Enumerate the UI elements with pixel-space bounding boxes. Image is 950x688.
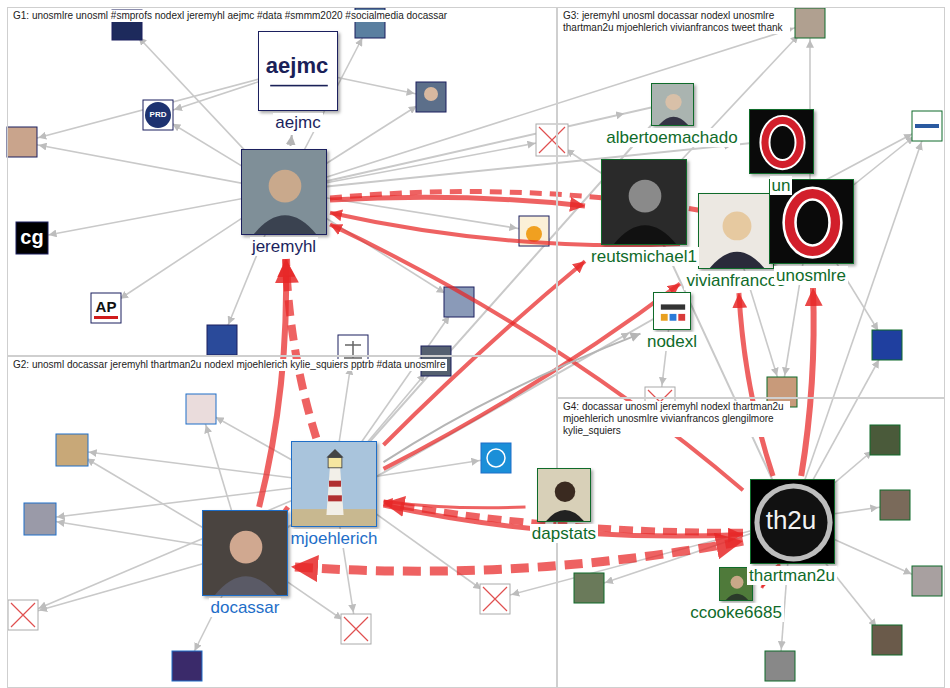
avatar-image [698, 193, 774, 269]
image-text: th2u [766, 507, 817, 533]
user-label: vivianfrancos [684, 271, 787, 290]
image-text: PRD [150, 111, 167, 119]
group-heading: G4: docassar unosml jeremyhl nodexl thar… [561, 401, 790, 437]
tweet-edge [739, 293, 773, 476]
user-label: reutsmichael1 [589, 247, 699, 266]
group-panel: G2: unosml docassar jeremyhl thartman2u … [7, 356, 557, 688]
user-label: dapstats [530, 524, 598, 543]
user-label: unosmlre [774, 266, 848, 285]
group-heading: G3: jeremyhl unosml docassar nodexl unos… [561, 10, 790, 34]
group-heading: G1: unosmlre unosml #smprofs nodexl jere… [11, 10, 449, 22]
user-label: nodexl [645, 332, 699, 351]
avatar-image [241, 149, 327, 235]
avatar-image [291, 441, 377, 527]
avatar-image [651, 83, 694, 126]
tweet-edge [384, 261, 586, 445]
user-label: mjoehlerich [289, 529, 380, 548]
user-node: nodexl [644, 292, 701, 351]
grey-edges [22, 23, 927, 666]
user-label: thartman2u [747, 566, 837, 585]
group-heading: G2: unosml docassar jeremyhl thartman2u … [11, 359, 447, 371]
user-label: jeremyhl [250, 237, 318, 256]
image-text: cg [20, 227, 43, 247]
tweet-edge [286, 259, 316, 438]
avatar-image [601, 159, 687, 245]
avatar-image [653, 292, 691, 330]
image-text: aejmc [266, 55, 328, 77]
user-label: aejmc [273, 113, 322, 132]
avatar-image [202, 510, 288, 596]
group-panel: G3: jeremyhl unosml docassar nodexl unos… [557, 7, 945, 398]
tweet-edge [330, 224, 743, 490]
avatar-image [749, 109, 814, 174]
user-node: un [749, 109, 814, 195]
image-text: AP [96, 299, 117, 314]
user-node: albertoemachado [603, 83, 741, 147]
tweet-edge [384, 501, 526, 508]
user-node: dapstats [529, 468, 600, 543]
user-label: ccooke6685 [688, 603, 784, 622]
group-panel: G4: docassar unosml jeremyhl nodexl thar… [557, 398, 945, 688]
user-node: aejmc [258, 31, 338, 132]
tweet-edge [259, 259, 286, 507]
tweet-edge [330, 197, 585, 206]
tweet-edge [801, 288, 813, 476]
user-node: docassar [202, 510, 288, 617]
avatar-image [537, 468, 591, 522]
user-node: reutsmichael1 [588, 159, 700, 266]
user-label: un [770, 176, 793, 195]
user-node: mjoehlerich [288, 441, 381, 548]
tweet-edge [384, 284, 681, 469]
user-label: albertoemachado [604, 128, 739, 147]
user-label: docassar [209, 598, 282, 617]
user-node: jeremyhl [241, 149, 327, 256]
tweet-edge [291, 135, 292, 146]
avatar-images [7, 8, 942, 681]
